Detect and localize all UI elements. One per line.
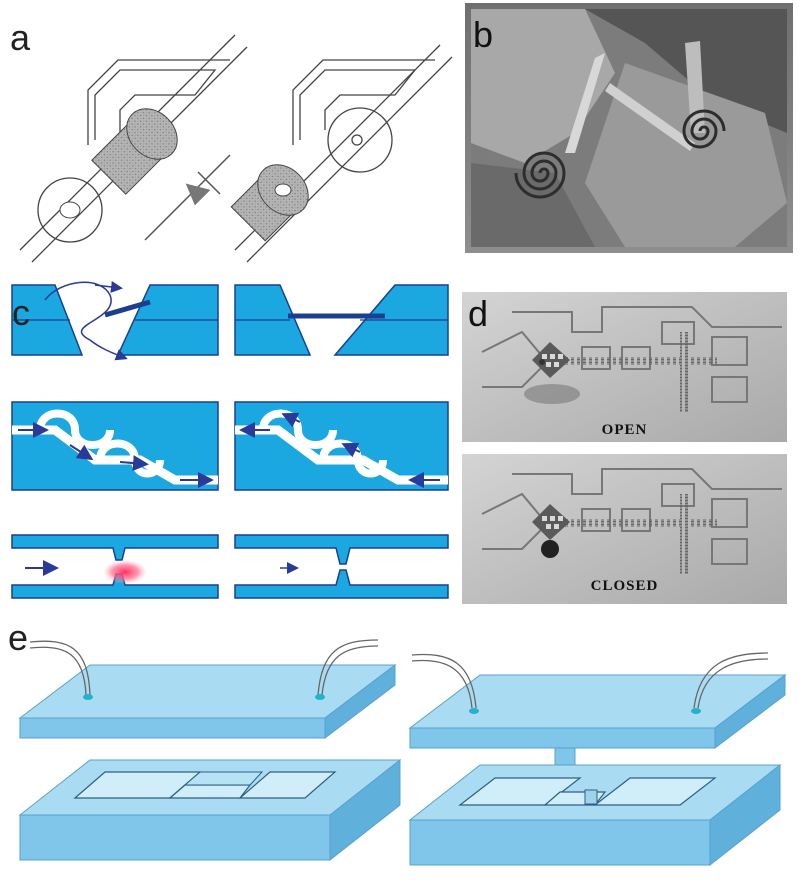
- flow-direction-arrow: [144, 154, 231, 241]
- right-inlet-port: [469, 708, 479, 714]
- sem-micrograph: [465, 3, 793, 253]
- panel-b: b: [465, 3, 793, 253]
- left-inlet-port: [83, 694, 93, 700]
- panel-label-d: d: [468, 293, 489, 334]
- panel-e: e: [0, 620, 800, 891]
- valve-cross-sections: [11, 280, 449, 599]
- left-bottom-plate: [18, 758, 402, 862]
- spiral-spring-left: [514, 151, 566, 199]
- tesla-valve-forward: [11, 401, 219, 491]
- panel-label-a: a: [10, 17, 31, 58]
- flap-valve-open: [11, 280, 219, 361]
- closed-valve-photo: [462, 454, 787, 604]
- right-bottom-plate: [408, 763, 782, 867]
- left-tubing: [29, 639, 379, 696]
- right-outlet-port: [691, 708, 701, 714]
- open-valve-photo: [462, 292, 787, 442]
- panel-d-open-photo: d OPEN: [462, 292, 787, 442]
- ball-open: [59, 108, 178, 219]
- left-top-plate: [18, 663, 397, 740]
- right-top-plate: [408, 673, 787, 750]
- tesla-valve-reverse: [234, 401, 449, 491]
- closed-caption: CLOSED: [590, 578, 659, 594]
- panel-c: c: [0, 280, 460, 605]
- spiral-spring-right: [682, 109, 726, 149]
- thermal-valve-open: [11, 534, 219, 599]
- flap-valve-closed: [234, 284, 449, 356]
- ball-closed: [230, 164, 309, 242]
- panel-label-c: c: [12, 292, 30, 333]
- pdms-chip-exploded-views: [18, 639, 787, 867]
- panel-label-b: b: [473, 14, 494, 55]
- open-caption: OPEN: [601, 422, 648, 438]
- thermal-valve-closed: [234, 534, 449, 599]
- left-outlet-port: [315, 694, 325, 700]
- panel-d-closed-photo: CLOSED: [462, 454, 787, 604]
- right-tubing: [411, 652, 769, 709]
- panel-a: a: [0, 0, 455, 270]
- panel-label-e: e: [8, 617, 29, 658]
- ball-valve-drawing: [19, 34, 453, 263]
